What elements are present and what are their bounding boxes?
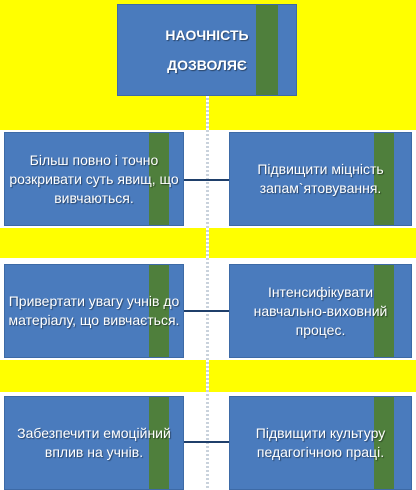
right-item-3-text: Підвищити культуру педагогічною праці.	[255, 425, 386, 460]
connector-left-1	[184, 179, 207, 181]
title-box: НАОЧНІСТЬ ДОЗВОЛЯЄ	[117, 4, 297, 96]
left-item-3-text: Забезпечити емоційний вплив на учнів.	[17, 425, 171, 460]
connector-left-2	[184, 310, 207, 312]
right-item-2: Інтенсифікувати навчально-виховний проце…	[229, 264, 412, 358]
connector-right-1	[207, 179, 229, 181]
left-item-1: Більш повно і точно розкривати суть явищ…	[4, 132, 184, 226]
connector-right-2	[207, 310, 229, 312]
title-highlight	[256, 5, 278, 95]
right-item-1: Підвищити міцність запам`ятовування.	[229, 132, 412, 226]
right-item-2-highlight	[374, 265, 394, 357]
right-item-3-highlight	[374, 397, 394, 489]
left-item-1-highlight	[149, 133, 169, 225]
right-item-1-highlight	[374, 133, 394, 225]
left-item-2-highlight	[149, 265, 169, 357]
right-item-1-text: Підвищити міцність запам`ятовування.	[257, 161, 384, 196]
connector-right-3	[207, 441, 229, 443]
left-item-3-highlight	[149, 397, 169, 489]
left-item-1-text: Більш повно і точно розкривати суть явищ…	[9, 151, 179, 206]
left-item-2-text: Привертати увагу учнів до матеріалу, що …	[8, 293, 180, 328]
left-item-3: Забезпечити емоційний вплив на учнів.	[4, 396, 184, 490]
connector-spine	[206, 96, 209, 490]
right-item-2-text: Інтенсифікувати навчально-виховний проце…	[253, 283, 388, 338]
right-item-3: Підвищити культуру педагогічною праці.	[229, 396, 412, 490]
title-line-2: ДОЗВОЛЯЄ	[167, 57, 247, 73]
left-item-2: Привертати увагу учнів до матеріалу, що …	[4, 264, 184, 358]
connector-left-3	[184, 441, 207, 443]
title-line-1: НАОЧНІСТЬ	[165, 27, 249, 43]
